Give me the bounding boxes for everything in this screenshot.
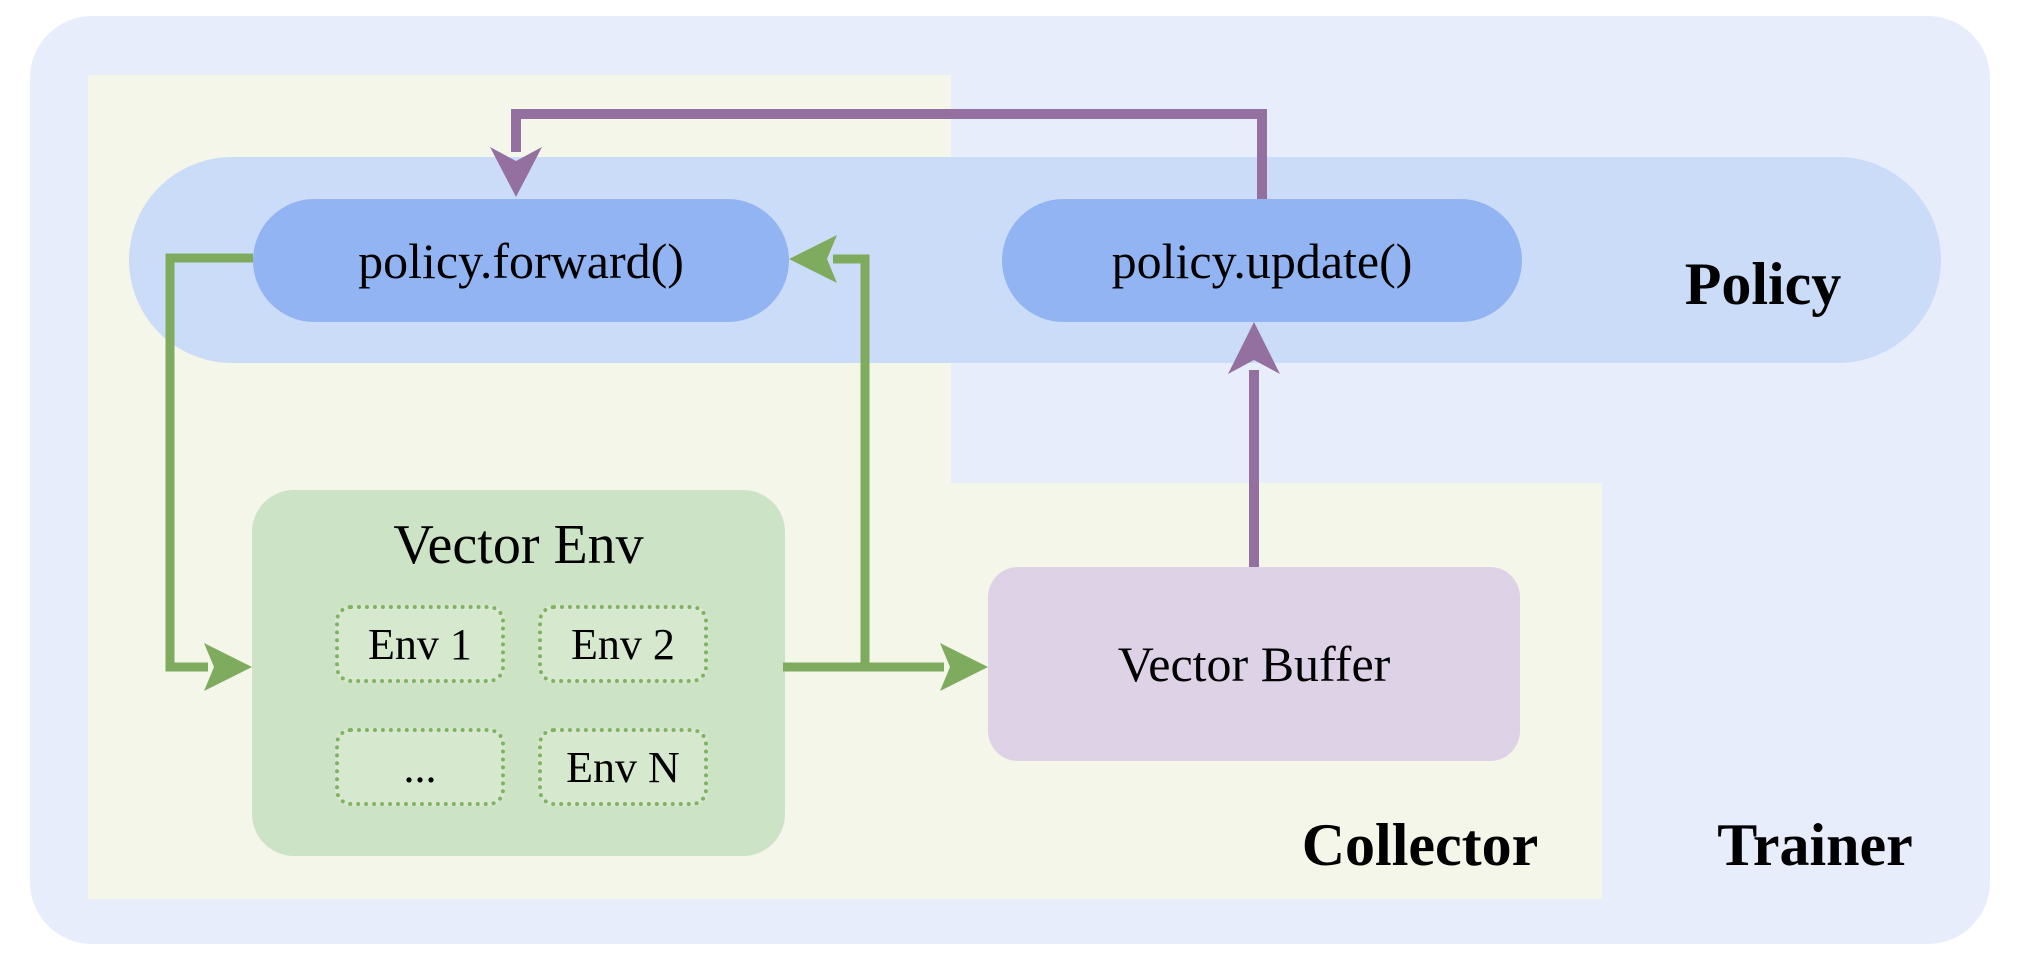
collector-region-label: Collector [1301, 812, 1539, 878]
vector-env-title: Vector Env [393, 514, 644, 576]
env-cell-1-label: Env 1 [368, 619, 472, 669]
env-cell-n-label: Env N [566, 742, 680, 792]
vector-env-box: Vector Env Env 1 Env 2 ... Env N [252, 490, 785, 856]
env-cell-n: Env N [538, 728, 708, 806]
env-cell-ellipsis: ... [335, 728, 505, 806]
policy-region-label: Policy [1684, 251, 1842, 317]
env-cell-2: Env 2 [538, 605, 708, 683]
env-cell-2-label: Env 2 [571, 619, 675, 669]
policy-forward-label: policy.forward() [358, 232, 684, 289]
vector-buffer-label: Vector Buffer [1117, 636, 1391, 692]
policy-update-node: policy.update() [1002, 199, 1522, 322]
env-cell-1: Env 1 [335, 605, 505, 683]
vector-buffer-box: Vector Buffer [988, 567, 1520, 761]
policy-update-label: policy.update() [1111, 232, 1413, 289]
policy-forward-node: policy.forward() [253, 199, 789, 322]
env-cell-ellipsis-label: ... [403, 742, 437, 792]
trainer-region-label: Trainer [1717, 812, 1913, 878]
